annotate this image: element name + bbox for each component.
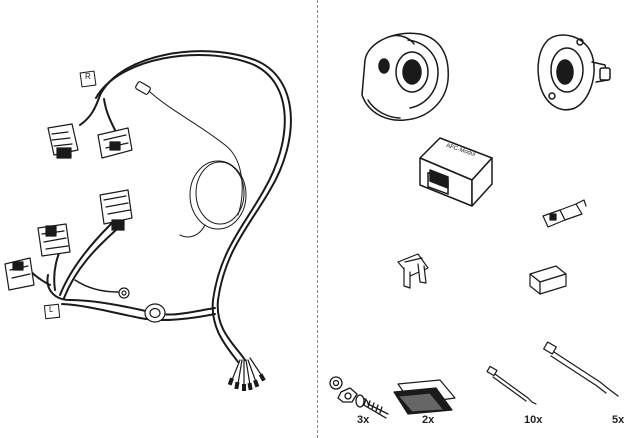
qty-large-ties: 5x bbox=[612, 414, 625, 426]
connector-left-lower bbox=[4, 257, 35, 291]
harness-lower-cable bbox=[46, 274, 216, 316]
tag-l-box bbox=[43, 303, 61, 320]
tag-l: L bbox=[49, 305, 54, 314]
tag-r-box bbox=[79, 70, 97, 88]
connector-housing bbox=[529, 265, 567, 295]
trailer-socket bbox=[361, 32, 449, 121]
connector-middle bbox=[99, 189, 133, 231]
qty-pads: 2x bbox=[422, 414, 435, 426]
harness-main-cable bbox=[99, 50, 292, 361]
afc-module bbox=[419, 137, 493, 207]
connector-upper-left bbox=[47, 123, 79, 159]
tag-r: R bbox=[85, 72, 91, 81]
connector-upper-right bbox=[97, 127, 133, 159]
bullet-connector bbox=[135, 81, 151, 95]
qty-small-ties: 10x bbox=[524, 414, 543, 426]
grommet bbox=[144, 303, 166, 323]
large-cable-tie bbox=[543, 341, 619, 397]
blade-fuse bbox=[397, 253, 429, 289]
small-cable-tie bbox=[486, 365, 537, 405]
qty-screws: 3x bbox=[357, 414, 370, 426]
wiring-harness bbox=[24, 50, 292, 391]
connector-left-upper bbox=[37, 223, 71, 257]
ground-ring-terminal bbox=[118, 287, 130, 299]
section-divider bbox=[317, 0, 318, 438]
adhesive-pads bbox=[393, 379, 456, 415]
coiled-wire bbox=[189, 160, 247, 230]
screw-set bbox=[329, 376, 389, 419]
flat-terminal bbox=[542, 199, 587, 228]
mounting-plate bbox=[537, 34, 611, 111]
wire-fan-ends bbox=[231, 357, 263, 387]
